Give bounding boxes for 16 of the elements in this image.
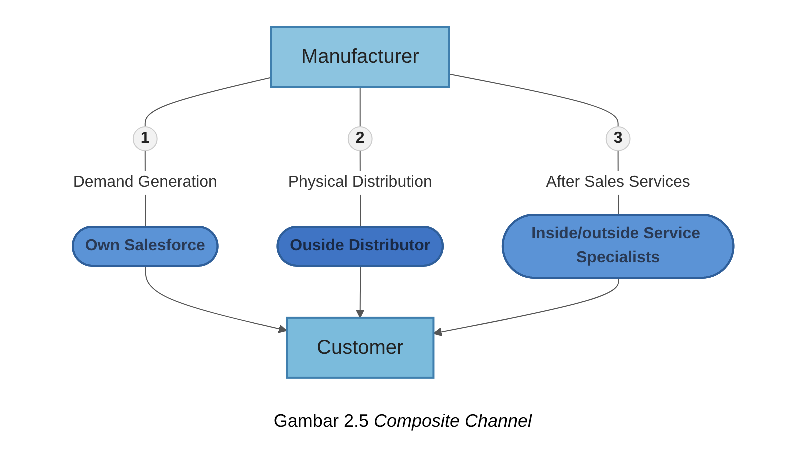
node-label: Demand Generation (73, 174, 218, 191)
node-label: After Sales Services (546, 174, 690, 191)
arrow (356, 266, 364, 318)
arrow (144, 266, 288, 334)
node-circle (132, 126, 158, 152)
node-box (286, 316, 434, 379)
channel-diagram: Demand Generation Physical Distribution After Sales Services Manufacturer 1 2 3 Own Salesforce Ouside Distributor Inside/outside Service Specialists Customer (64, 0, 742, 405)
arrow (432, 278, 619, 337)
node-circle (348, 126, 372, 152)
node-circle (606, 126, 630, 152)
connector (144, 77, 272, 128)
node-label: Physical Distribution (288, 174, 432, 191)
caption: Gambar 2.5 Composite Channel (274, 411, 532, 432)
connector (360, 86, 361, 128)
connector (448, 74, 618, 128)
node-box (270, 26, 450, 88)
